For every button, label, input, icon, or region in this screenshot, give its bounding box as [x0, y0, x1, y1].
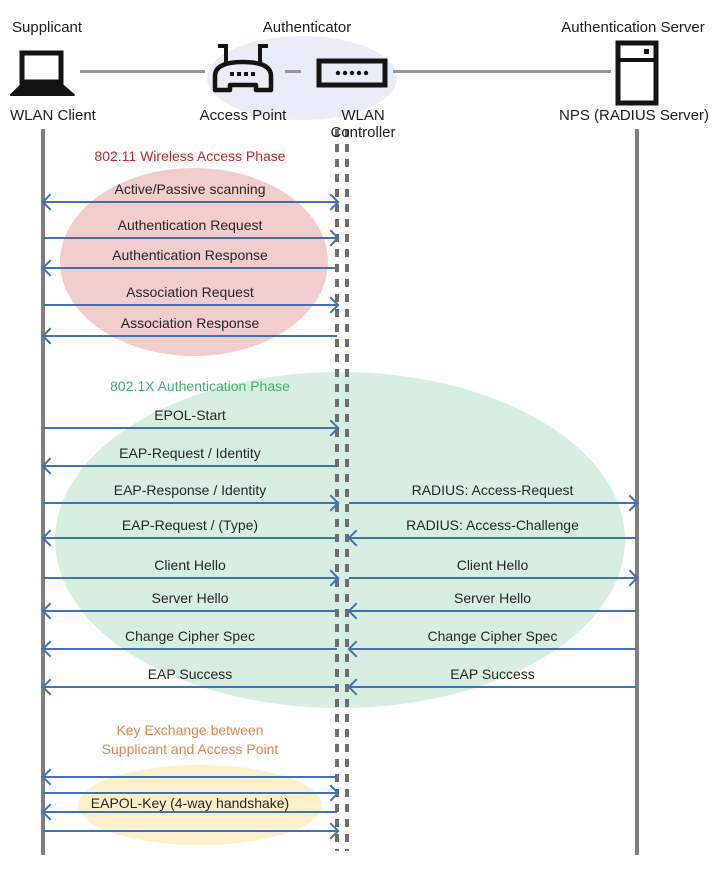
message-label: Association Request	[126, 284, 254, 300]
message-arrow	[349, 610, 636, 612]
message-label: Active/Passive scanning	[114, 181, 266, 197]
key-exchange-phase-title-line2: Supplicant and Access Point	[101, 741, 279, 757]
laptop-icon	[10, 50, 75, 96]
wlan-client-lifeline	[41, 129, 45, 855]
message-arrow	[43, 792, 337, 794]
message-arrow	[43, 267, 337, 269]
connector-line	[80, 70, 205, 73]
message-arrow	[43, 237, 337, 239]
message-arrow	[43, 537, 337, 539]
wlan-controller-lifeline	[345, 129, 349, 851]
wlan-client-label: WLAN Client	[10, 107, 96, 124]
message-label: Client Hello	[456, 557, 529, 573]
message-label: Authentication Request	[117, 217, 263, 233]
key-exchange-phase-title: Key Exchange between Supplicant and Acce…	[50, 721, 330, 759]
message-arrow	[43, 465, 337, 467]
connector-line	[285, 70, 301, 73]
wireless-router-icon	[212, 44, 274, 93]
message-label: RADIUS: Access-Request	[411, 482, 574, 498]
message-arrow	[43, 811, 337, 813]
message-label: EAP-Request / (Type)	[121, 517, 259, 533]
radius-server-lifeline	[635, 129, 639, 855]
message-arrow	[349, 648, 636, 650]
message-label: Server Hello	[151, 590, 229, 606]
message-label: EAP-Request / Identity	[119, 445, 261, 461]
controller-box-icon	[316, 58, 388, 88]
nps-radius-server-label: NPS (RADIUS Server)	[558, 107, 710, 124]
message-arrow	[349, 577, 636, 579]
message-label: Authentication Response	[112, 247, 268, 263]
message-label: Server Hello	[453, 590, 532, 606]
message-label: Change Cipher Spec	[427, 628, 558, 644]
message-arrow	[43, 201, 337, 203]
message-arrow	[43, 304, 337, 306]
message-arrow	[349, 686, 636, 688]
message-arrow	[43, 427, 337, 429]
message-label: EAPOL-Key (4-way handshake)	[90, 795, 290, 811]
message-arrow	[349, 537, 636, 539]
message-label: EPOL-Start	[154, 407, 226, 423]
message-label: Change Cipher Spec	[125, 628, 255, 644]
message-arrow	[43, 776, 337, 778]
wireless-access-phase-ellipse	[60, 168, 328, 356]
connector-line	[393, 70, 611, 73]
message-arrow	[349, 502, 636, 504]
message-label: Client Hello	[154, 557, 226, 573]
supplicant-role-label: Supplicant	[12, 19, 83, 36]
message-label: EAP Success	[147, 666, 233, 682]
message-label: Association Response	[120, 315, 260, 331]
access-point-label: Access Point	[199, 107, 287, 124]
message-arrow	[43, 577, 337, 579]
message-label: EAP-Response / Identity	[113, 482, 267, 498]
message-arrow	[43, 610, 337, 612]
message-arrow	[43, 830, 337, 832]
wireless-access-phase-title: 802.11 Wireless Access Phase	[94, 148, 286, 164]
message-arrow	[43, 648, 337, 650]
message-arrow	[43, 686, 337, 688]
key-exchange-phase-title-line1: Key Exchange between	[116, 722, 264, 738]
authentication-phase-title: 802.1X Authentication Phase	[110, 378, 290, 394]
wlan-controller-label: WLAN Controller	[330, 107, 396, 141]
access-point-lifeline	[335, 129, 339, 851]
message-label: RADIUS: Access-Challenge	[406, 517, 579, 533]
authenticator-role-label: Authenticator	[262, 19, 352, 36]
authentication-server-role-label: Authentication Server	[561, 19, 705, 36]
message-arrow	[43, 335, 337, 337]
message-label: EAP Success	[450, 666, 535, 682]
message-arrow	[43, 502, 337, 504]
server-tower-icon	[615, 40, 659, 106]
authenticator-highlight-ellipse	[207, 36, 397, 120]
